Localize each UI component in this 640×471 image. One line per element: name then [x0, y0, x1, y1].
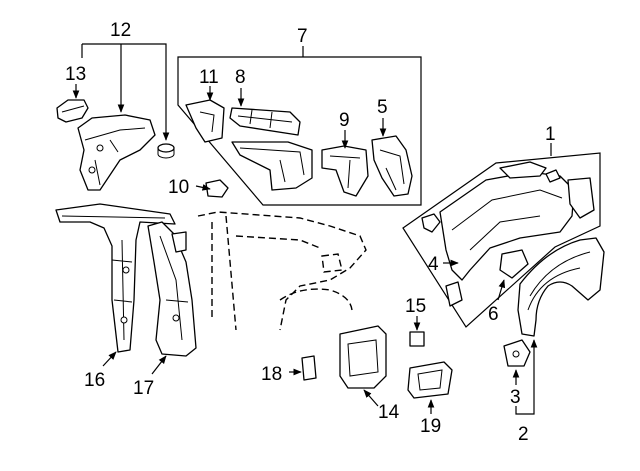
callout-4: 4 — [428, 254, 439, 275]
part-9-pillar-reinforcement — [321, 130, 369, 197]
callout-8: 8 — [235, 67, 246, 88]
callout-16: 16 — [84, 370, 105, 391]
part-12-quarter-inner-bracket — [77, 114, 156, 191]
callout-17: 17 — [133, 378, 154, 399]
callout-7: 7 — [297, 26, 308, 47]
callout-15: 15 — [405, 296, 426, 317]
leaders-16-17 — [102, 351, 167, 375]
callout-11: 11 — [199, 67, 219, 88]
part-15-cap — [409, 316, 425, 347]
part-16-front-pillar — [55, 203, 176, 353]
part-11-gusset — [185, 86, 225, 143]
part-5-lower-pillar — [371, 118, 413, 197]
part-8-roof-side-reinforcement — [229, 88, 313, 191]
callout-19: 19 — [420, 416, 441, 437]
body-outline — [197, 211, 367, 331]
part-17-lock-pillar — [147, 221, 197, 357]
callout-2: 2 — [518, 424, 529, 445]
group-7-box — [177, 46, 422, 206]
part-2-outer-wheelhouse — [517, 237, 605, 337]
callout-1: 1 — [545, 124, 556, 145]
leaders-4-6 — [443, 259, 506, 301]
part-3-bracket — [503, 339, 531, 367]
leaders-12-13 — [72, 43, 170, 141]
group-1-box — [402, 143, 601, 328]
callout-18: 18 — [261, 364, 282, 385]
callout-9: 9 — [339, 110, 350, 131]
leaders-2-3 — [512, 339, 538, 415]
callout-13: 13 — [65, 64, 86, 85]
callout-5: 5 — [377, 97, 388, 118]
callout-labels: 1 2 3 4 5 6 7 8 9 10 11 12 13 14 15 16 1… — [65, 20, 556, 445]
part-1-wheelhouse-assembly — [421, 161, 595, 307]
part-18-clip — [289, 355, 317, 381]
part-14-pocket — [339, 325, 387, 407]
callout-12: 12 — [110, 20, 131, 41]
callout-3: 3 — [510, 387, 521, 408]
callout-14: 14 — [378, 402, 400, 423]
part-12-plug — [157, 143, 175, 159]
part-13-small-bracket — [56, 99, 89, 123]
callout-10: 10 — [168, 177, 189, 198]
callout-6: 6 — [488, 304, 499, 325]
part-10-bracket — [195, 179, 229, 198]
part-19-fuel-door-housing — [407, 361, 453, 414]
